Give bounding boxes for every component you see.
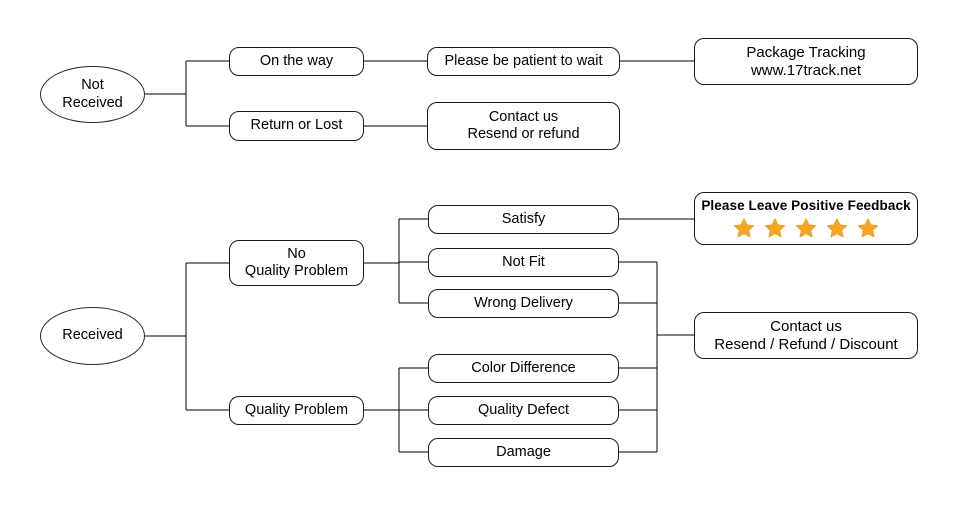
- node-package-tracking[interactable]: Package Tracking www.17track.net: [694, 38, 918, 85]
- node-not-received-line2: Received: [62, 94, 123, 111]
- node-not-received[interactable]: Not Received: [40, 66, 145, 123]
- node-package-tracking-line1: Package Tracking: [746, 43, 866, 61]
- node-return-or-lost-label: Return or Lost: [250, 117, 343, 134]
- star-rating[interactable]: [733, 217, 879, 239]
- node-not-received-line1: Not: [81, 77, 104, 94]
- node-color-difference-label: Color Difference: [471, 359, 576, 376]
- node-not-fit-label: Not Fit: [502, 253, 545, 270]
- node-quality-problem-label: Quality Problem: [244, 401, 349, 418]
- star-icon: [857, 218, 879, 238]
- node-package-tracking-line2: www.17track.net: [750, 61, 862, 79]
- node-contact-us-resend-line2: Resend or refund: [467, 126, 580, 142]
- star-icon: [764, 218, 786, 238]
- node-contact-us-resend-refund-discount[interactable]: Contact us Resend / Refund / Discount: [694, 312, 918, 359]
- node-received[interactable]: Received: [40, 307, 145, 365]
- star-icon: [795, 218, 817, 238]
- node-satisfy[interactable]: Satisfy: [428, 205, 619, 234]
- positive-feedback-title: Please Leave Positive Feedback: [701, 198, 911, 214]
- node-please-be-patient-label: Please be patient to wait: [444, 52, 603, 69]
- node-contact-us-resend-line1: Contact us: [488, 108, 559, 125]
- node-no-quality-problem-line2: Quality Problem: [244, 263, 349, 279]
- node-damage[interactable]: Damage: [428, 438, 619, 467]
- node-received-label: Received: [62, 327, 123, 344]
- node-please-be-patient[interactable]: Please be patient to wait: [427, 47, 620, 76]
- node-quality-defect-label: Quality Defect: [477, 401, 570, 418]
- node-on-the-way[interactable]: On the way: [229, 47, 364, 76]
- node-contact-us-outcome-line2: Resend / Refund / Discount: [714, 335, 898, 353]
- node-contact-us-outcome-line1: Contact us: [770, 317, 842, 335]
- node-color-difference[interactable]: Color Difference: [428, 354, 619, 383]
- node-on-the-way-label: On the way: [259, 52, 334, 69]
- node-no-quality-problem-line1: No: [287, 245, 306, 262]
- node-not-fit[interactable]: Not Fit: [428, 248, 619, 277]
- node-quality-defect[interactable]: Quality Defect: [428, 396, 619, 425]
- star-icon: [826, 218, 848, 238]
- node-damage-label: Damage: [496, 443, 551, 460]
- node-return-or-lost[interactable]: Return or Lost: [229, 111, 364, 141]
- node-satisfy-label: Satisfy: [501, 210, 546, 227]
- node-contact-us-resend-or-refund[interactable]: Contact us Resend or refund: [427, 102, 620, 150]
- node-no-quality-problem[interactable]: No Quality Problem: [229, 240, 364, 286]
- node-positive-feedback[interactable]: Please Leave Positive Feedback: [694, 192, 918, 245]
- node-wrong-delivery[interactable]: Wrong Delivery: [428, 289, 619, 318]
- star-icon: [733, 218, 755, 238]
- node-wrong-delivery-label: Wrong Delivery: [474, 294, 573, 311]
- node-quality-problem[interactable]: Quality Problem: [229, 396, 364, 425]
